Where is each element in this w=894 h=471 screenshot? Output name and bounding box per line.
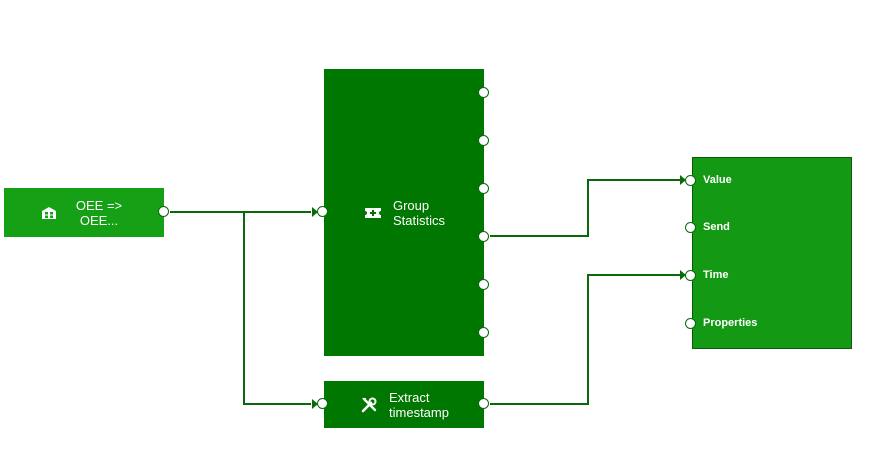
group-statistics-output-port-6[interactable]: [478, 327, 489, 338]
output-node[interactable]: [692, 157, 852, 349]
group-statistics-input-port[interactable]: [317, 206, 328, 217]
group-statistics-output-port-2[interactable]: [478, 135, 489, 146]
extract-timestamp-node[interactable]: Extract timestamp: [324, 381, 484, 428]
extract-timestamp-input-port[interactable]: [317, 398, 328, 409]
time-port-label: Time: [703, 269, 729, 281]
group-statistics-label-line1: Group: [392, 197, 430, 213]
time-input-port[interactable]: [685, 270, 696, 281]
extract-timestamp-label-line1: Extract: [389, 389, 430, 405]
group-statistics-label-line2: Statistics: [392, 212, 445, 228]
extract-timestamp-output-port[interactable]: [478, 398, 489, 409]
group-statistics-node[interactable]: Group Statistics: [324, 69, 484, 356]
group-statistics-output-port-4[interactable]: [478, 231, 489, 242]
wire-oee-to-extract: [243, 212, 311, 405]
send-port-label: Send: [703, 221, 730, 233]
wire-extract-to-time: [490, 274, 680, 405]
group-statistics-output-port-1[interactable]: [478, 87, 489, 98]
group-statistics-output-port-5[interactable]: [478, 279, 489, 290]
extract-timestamp-label: Extract timestamp: [389, 390, 449, 420]
oee-node-label-line1: OEE =>: [75, 197, 123, 213]
value-port-label: Value: [703, 174, 732, 186]
oee-node-label-line2: OEE...: [79, 212, 119, 228]
building-icon: [39, 203, 59, 223]
tools-icon: [359, 395, 379, 415]
value-input-port[interactable]: [685, 175, 696, 186]
properties-port-label: Properties: [703, 317, 758, 329]
wire-group-to-value: [490, 179, 680, 237]
oee-node-label: OEE => OEE...: [69, 198, 129, 228]
oee-output-port[interactable]: [158, 206, 169, 217]
group-statistics-output-port-3[interactable]: [478, 183, 489, 194]
extract-timestamp-label-line2: timestamp: [389, 404, 449, 420]
oee-node[interactable]: OEE => OEE...: [4, 188, 164, 237]
properties-input-port[interactable]: [685, 318, 696, 329]
group-statistics-label: Group Statistics: [393, 198, 445, 228]
ticket-plus-icon: [363, 203, 383, 223]
send-input-port[interactable]: [685, 222, 696, 233]
